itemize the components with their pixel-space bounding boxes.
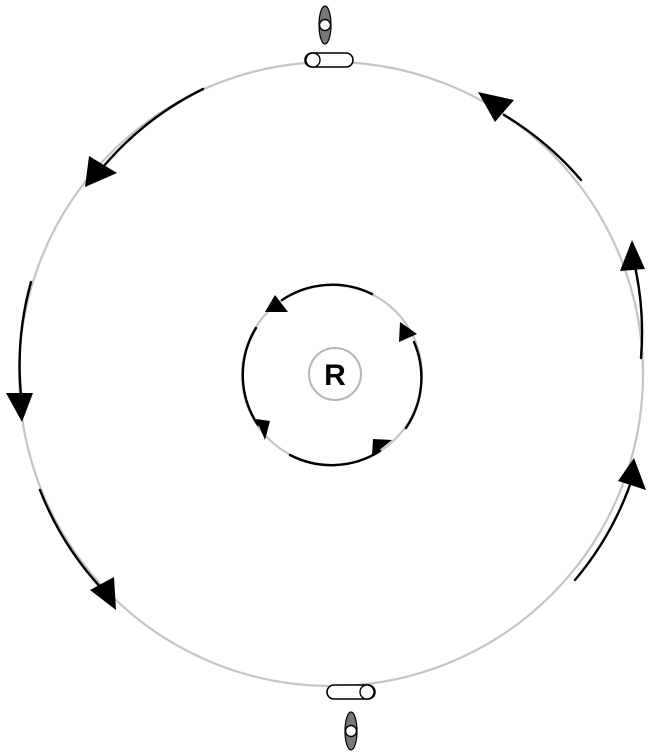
- bottom-marker-shadow-hub: [346, 726, 357, 737]
- bottom-marker: [327, 685, 375, 750]
- center-label: R: [324, 359, 346, 392]
- inner-arc-top: [282, 285, 372, 300]
- outer-arrow-top-left: [85, 156, 117, 187]
- inner-arc-bottom: [290, 451, 380, 465]
- bottom-marker-wheel-hub: [360, 685, 374, 699]
- inner-arrow-lower-right: [372, 439, 392, 456]
- outer-arrow-right-upper: [620, 240, 645, 271]
- top-marker-shadow-hub: [320, 20, 331, 31]
- outer-arc-right-bottom: [575, 473, 634, 580]
- top-marker: [305, 6, 353, 67]
- outer-arrow-left-middle: [6, 393, 33, 422]
- outer-arc-right-top: [504, 115, 581, 180]
- center-node: R: [309, 348, 361, 400]
- top-marker-wheel-hub: [306, 53, 320, 67]
- outer-arc-left-top: [103, 89, 203, 167]
- inner-arc-right: [406, 342, 421, 428]
- inner-arc-left: [243, 328, 258, 425]
- outer-arrow-bottom-left: [90, 577, 116, 610]
- outer-arc-left-mid: [20, 282, 31, 404]
